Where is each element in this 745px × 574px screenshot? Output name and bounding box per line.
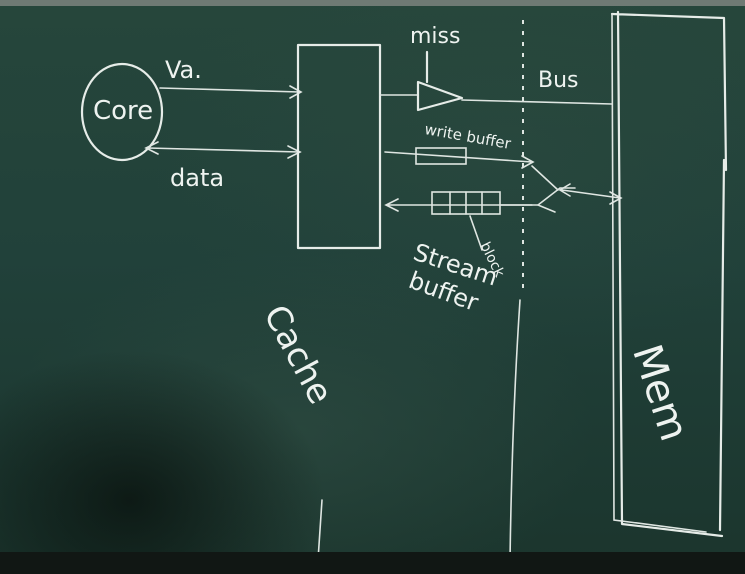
board-frame: [0, 0, 745, 6]
write-buffer-slash: [531, 165, 559, 191]
va-arrow: [159, 85, 303, 99]
data-label: data: [170, 164, 225, 192]
mem-left-edge: [611, 13, 707, 533]
mem-box: [610, 10, 728, 538]
mux-lines: [537, 187, 576, 213]
bus-label: Bus: [538, 68, 579, 93]
va-label: Va.: [165, 56, 202, 84]
miss-buffer-triangle: [416, 80, 464, 112]
data-arrow-head-right: [287, 145, 302, 159]
core-label: Core: [93, 96, 154, 126]
cache-box: [296, 43, 382, 250]
mux-to-mem-arrow: [558, 183, 623, 205]
miss-label: miss: [410, 24, 461, 49]
cache-tail-line: [317, 499, 323, 561]
core-circle: [80, 62, 164, 162]
bus-line: [461, 99, 613, 105]
data-arrow: [144, 141, 301, 155]
board-ledge: [0, 552, 745, 574]
write-buffer-arrow: [384, 151, 535, 169]
write-buffer-box: [415, 147, 467, 165]
bus-divider-lower: [509, 299, 521, 561]
stream-buffer-cells: [449, 191, 483, 215]
block-pointer: [469, 215, 483, 251]
